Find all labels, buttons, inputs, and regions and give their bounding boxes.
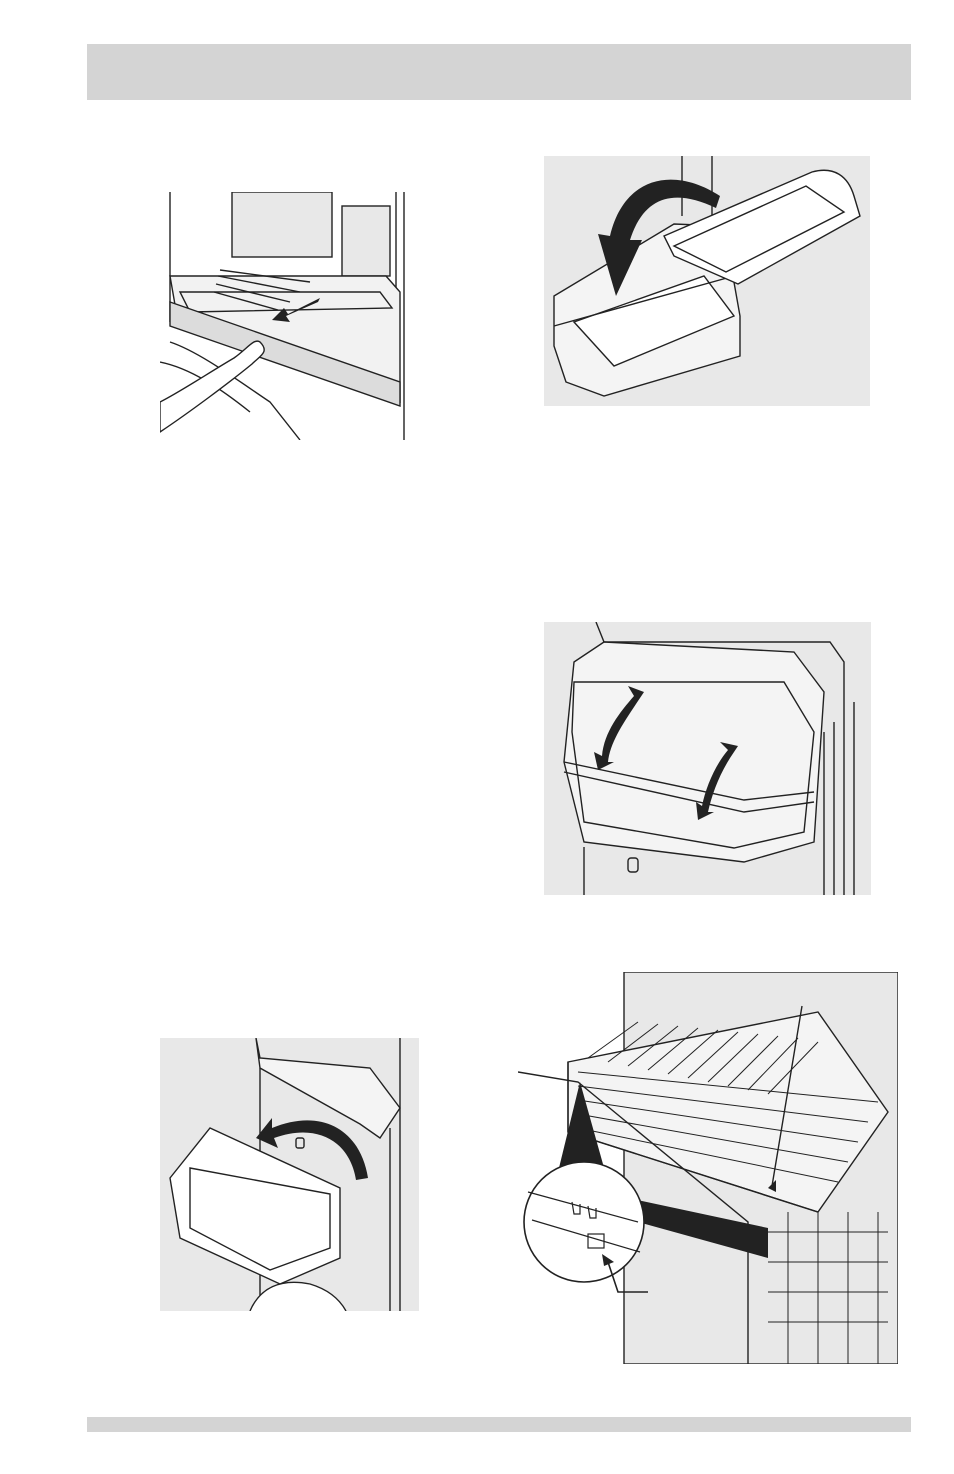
door-bin-illustration (160, 1038, 419, 1311)
page-footer-bar (87, 1417, 911, 1432)
dairy-door-illustration (544, 622, 871, 895)
freezer-basket-illustration (518, 972, 898, 1364)
page-header-bar (87, 44, 911, 100)
tray-lid-illustration (544, 156, 870, 406)
crisper-pull-illustration (160, 192, 410, 440)
